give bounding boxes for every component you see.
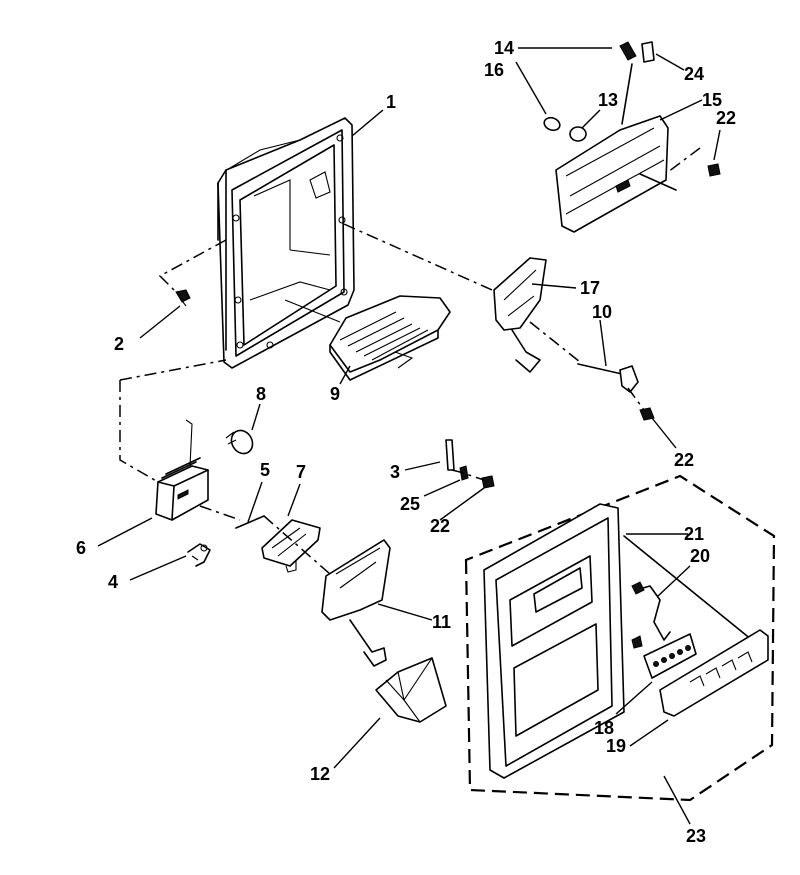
callout-22-right: 22 (674, 450, 694, 470)
callout-7: 7 (296, 462, 306, 482)
part-5-rod (235, 515, 265, 529)
part-23-door-assembly-boundary (464, 474, 776, 802)
part-9-drip-tray (284, 295, 451, 381)
part-3-25-22-small-parts (445, 439, 495, 489)
part-6-module-box (155, 419, 209, 521)
part-19-control-panel-overlay (659, 629, 769, 717)
callout-2: 2 (114, 334, 124, 354)
callout-10: 10 (592, 302, 612, 322)
callout-16: 16 (484, 60, 504, 80)
part-10-pin (577, 363, 639, 393)
callout-8: 8 (256, 384, 266, 404)
part-2-screw (175, 289, 191, 307)
callout-17: 17 (580, 278, 600, 298)
part-22-screw-right (639, 407, 655, 421)
callout-4: 4 (108, 572, 118, 592)
part-4-clip (187, 543, 211, 567)
callout-24: 24 (684, 64, 704, 84)
callout-labels: 1 2 3 4 5 6 7 8 9 10 11 12 13 14 15 16 1… (76, 38, 736, 846)
callout-14: 14 (494, 38, 514, 58)
callout-1: 1 (386, 92, 396, 112)
callout-3: 3 (390, 462, 400, 482)
part-22-screw-top (707, 163, 721, 177)
part-1-housing-frame (217, 117, 355, 369)
part-18-control-board (643, 633, 697, 679)
part-16-bulb (543, 116, 561, 132)
part-21-door-panel (483, 503, 753, 779)
part-11-actuator-arm (321, 539, 391, 667)
part-24-plate (641, 41, 655, 63)
callout-22-top: 22 (716, 108, 736, 128)
callout-19: 19 (606, 736, 626, 756)
leader-lines (97, 47, 721, 825)
callout-11: 11 (432, 612, 451, 632)
callout-15: 15 (702, 90, 722, 110)
callout-9: 9 (330, 384, 340, 404)
callout-22-middle: 22 (430, 516, 450, 536)
callout-5: 5 (260, 460, 270, 480)
part-20-wire-harness (631, 581, 671, 649)
callout-13: 13 (598, 90, 618, 110)
part-17-lever-bracket (493, 257, 547, 373)
callout-6: 6 (76, 538, 86, 558)
callout-23: 23 (686, 826, 706, 846)
part-7-bracket (261, 519, 321, 573)
callout-25: 25 (400, 494, 420, 514)
assembly-guide-lines (119, 147, 701, 575)
callout-18: 18 (594, 718, 614, 738)
part-14-tab (619, 41, 637, 61)
callout-12: 12 (310, 764, 330, 784)
part-13-socket (569, 126, 587, 142)
part-12-ice-chute (375, 657, 447, 723)
callout-21: 21 (684, 524, 704, 544)
part-15-switch-housing (555, 63, 677, 233)
part-8-cylinder (225, 429, 254, 455)
callout-20: 20 (690, 546, 710, 566)
